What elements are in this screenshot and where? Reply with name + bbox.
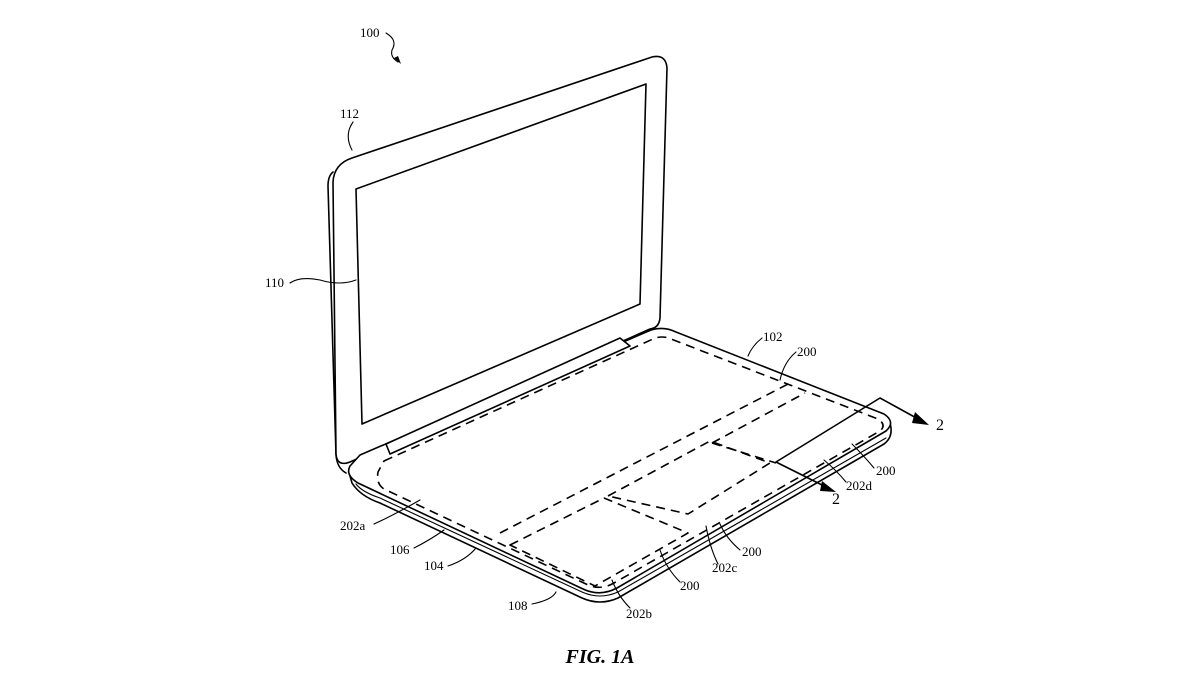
leader-108 <box>531 591 557 605</box>
laptop-base <box>347 327 892 603</box>
leader-112 <box>347 121 354 151</box>
label-102: 102 <box>763 329 783 344</box>
label-100: 100 <box>360 25 380 40</box>
leader-100 <box>385 32 399 63</box>
base-top <box>347 327 892 594</box>
arrow-head-top <box>912 412 929 425</box>
lid-thickness <box>327 171 347 474</box>
label-104: 104 <box>424 558 444 573</box>
leader-110 <box>289 277 357 284</box>
label-202b: 202b <box>626 606 652 621</box>
leader-200-top <box>779 351 797 381</box>
leader-106 <box>413 529 445 549</box>
region-perimeter <box>376 336 884 589</box>
label-112: 112 <box>340 106 359 121</box>
leader-100-arrow <box>394 56 401 64</box>
label-110: 110 <box>265 275 284 290</box>
leader-202c <box>705 525 719 565</box>
arrow-head-bottom <box>820 481 836 492</box>
base-seam <box>355 437 887 597</box>
lid-outer <box>332 55 668 465</box>
label-202d: 202d <box>846 478 873 493</box>
leader-104 <box>447 547 477 567</box>
leader-200-right <box>851 443 875 469</box>
label-2-bottom: 2 <box>832 491 840 508</box>
label-106: 106 <box>390 542 410 557</box>
dashed-regions <box>376 336 884 589</box>
section-line <box>775 397 921 489</box>
region-202a-boundary <box>499 382 791 534</box>
screen <box>355 83 647 425</box>
label-108: 108 <box>508 598 528 613</box>
display-lid <box>327 55 668 474</box>
region-202d-boundary <box>711 392 806 444</box>
leader-200-mid <box>719 523 741 551</box>
leader-lines <box>289 32 875 609</box>
section-line-2-2 <box>775 397 929 492</box>
leader-202b <box>611 579 631 609</box>
label-200-low: 200 <box>680 578 700 593</box>
leader-102 <box>747 337 763 357</box>
region-202b <box>509 497 689 587</box>
leader-202d <box>823 459 847 483</box>
reference-labels: 100 112 110 102 200 2 200 202d 2 200 202… <box>265 25 944 621</box>
label-2-top: 2 <box>936 417 944 434</box>
leader-202a <box>373 499 421 525</box>
label-200-top: 200 <box>797 344 817 359</box>
label-200-right: 200 <box>876 463 896 478</box>
label-200-mid: 200 <box>742 544 762 559</box>
hinge <box>385 337 631 455</box>
figure-caption: FIG. 1A <box>565 646 635 668</box>
region-202c <box>607 440 771 515</box>
leader-200-low <box>659 549 681 583</box>
label-202a: 202a <box>340 518 366 533</box>
label-202c: 202c <box>712 560 738 575</box>
